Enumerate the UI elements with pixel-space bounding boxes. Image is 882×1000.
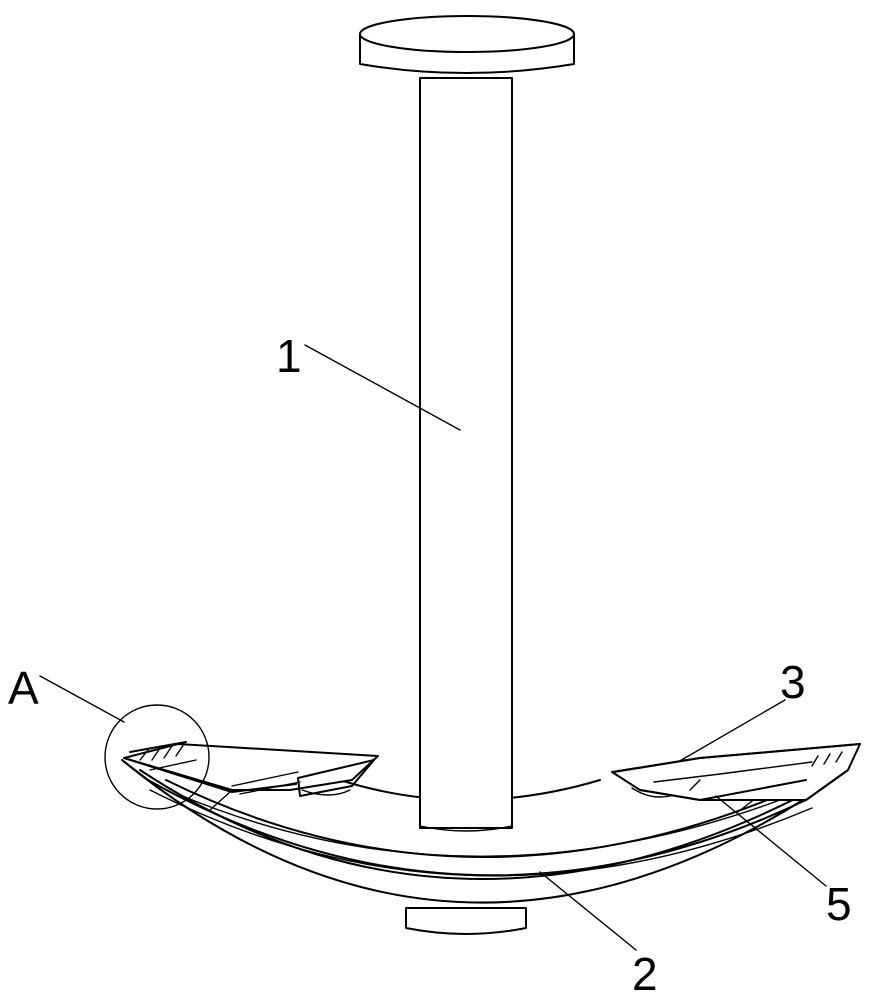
label-part-5: 5 <box>826 878 852 930</box>
label-part-3: 3 <box>780 656 806 708</box>
leader-lines <box>39 344 827 951</box>
label-detail-a: A <box>8 662 39 714</box>
bottom-foot <box>405 907 527 935</box>
label-part-2: 2 <box>632 948 658 1000</box>
top-cap <box>359 15 575 74</box>
vertical-post <box>419 77 513 832</box>
right-clamp-arm <box>611 743 861 801</box>
detail-circle-a <box>104 704 210 810</box>
label-part-1: 1 <box>276 330 302 382</box>
left-clamp-arm <box>123 741 379 797</box>
